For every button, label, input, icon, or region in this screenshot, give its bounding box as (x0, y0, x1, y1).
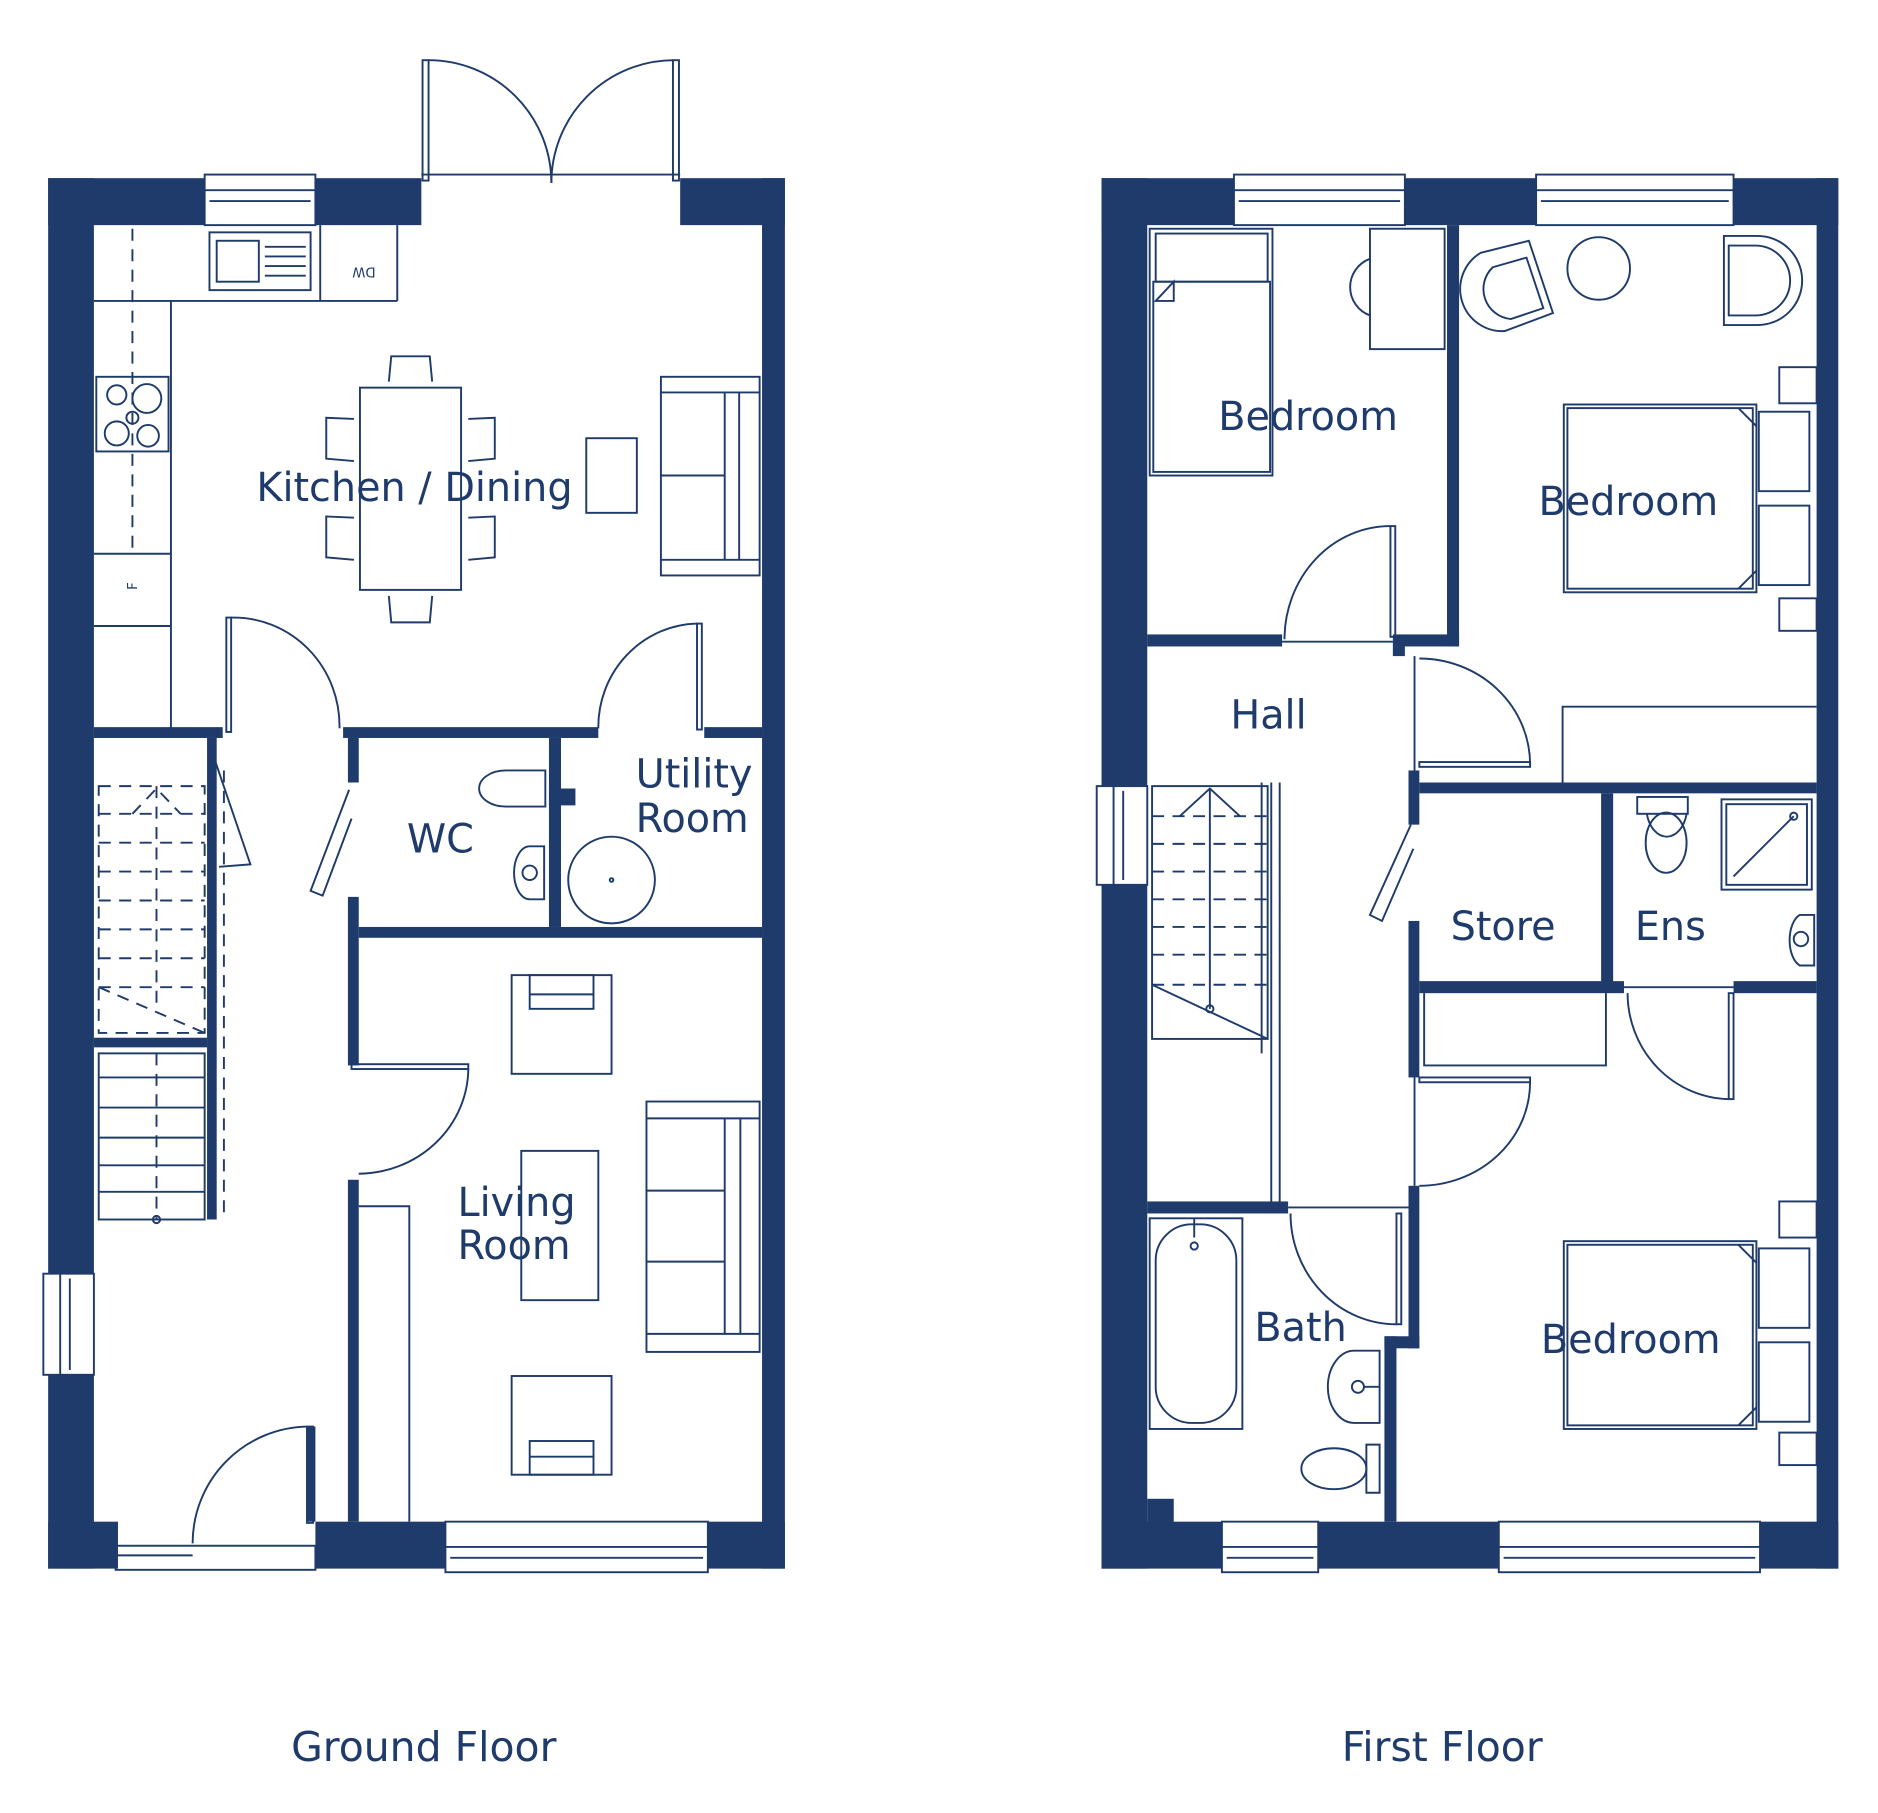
first-floor-doors (1282, 525, 1735, 1326)
room-label-bedroom-front-left: Bedroom (1218, 394, 1398, 440)
wc-fittings (478, 769, 656, 925)
ground-floor-caption: Ground Floor (291, 1723, 557, 1771)
ground-floor-doors (191, 59, 703, 1544)
room-label-living-line2: Room (457, 1223, 570, 1269)
dishwasher-label: DW (352, 263, 375, 278)
room-label-utility-line1: Utility (636, 751, 753, 797)
room-label-wc: WC (407, 816, 474, 862)
first-floor-plan: Bedroom Bedroom Hall Store Ens Bath Bedr… (1095, 173, 1839, 1771)
room-label-bedroom-rear: Bedroom (1541, 1317, 1721, 1363)
room-label-hall: Hall (1230, 692, 1306, 738)
ground-floor-stairs (97, 770, 225, 1225)
room-label-bedroom-front-right: Bedroom (1539, 479, 1719, 525)
ground-floor-windows (42, 173, 709, 1574)
first-floor-stairs (1151, 782, 1281, 1202)
room-label-bath: Bath (1254, 1305, 1346, 1351)
room-label-utility-line2: Room (636, 796, 749, 842)
first-floor-caption: First Floor (1342, 1723, 1543, 1771)
ground-floor-plan: DW F (42, 59, 785, 1771)
ground-floor-walls (48, 178, 785, 1569)
kitchen-units (93, 225, 399, 729)
room-label-kitchen-dining: Kitchen / Dining (256, 465, 572, 511)
first-floor-walls (1101, 178, 1839, 1569)
first-floor-furniture (1148, 227, 1818, 1494)
room-label-store: Store (1451, 904, 1556, 950)
dining-furniture (325, 355, 761, 624)
first-floor-windows (1095, 173, 1761, 1574)
room-label-ensuite: Ens (1635, 904, 1706, 950)
fridge-label: F (126, 582, 141, 590)
living-furniture (358, 974, 761, 1522)
room-label-living-line1: Living (457, 1180, 575, 1226)
